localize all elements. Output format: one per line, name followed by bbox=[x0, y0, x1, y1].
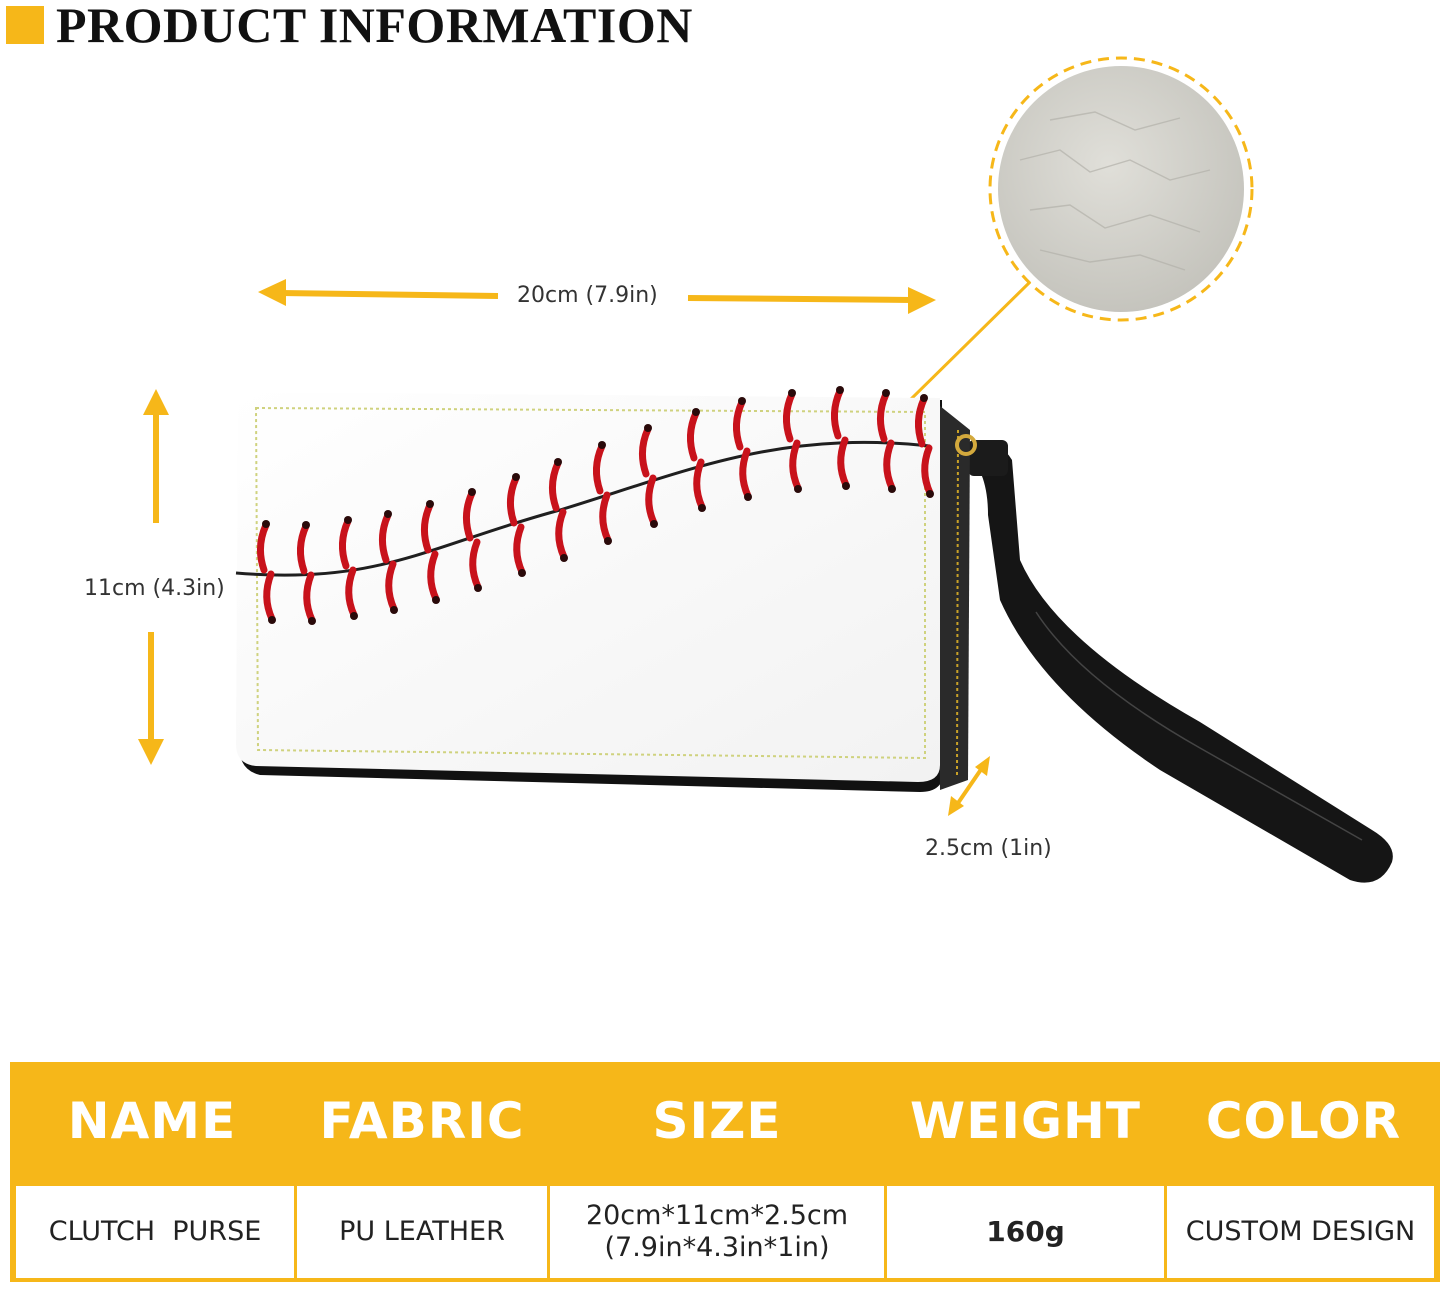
stitch-lower bbox=[469, 538, 482, 591]
stitch-hole bbox=[432, 596, 440, 604]
height-arrow-icon bbox=[138, 389, 169, 765]
product-info-table: NAME FABRIC SIZE WEIGHT COLOR CLUTCH PUR… bbox=[10, 1062, 1440, 1282]
stitch-hole bbox=[474, 584, 482, 592]
stitch-lower bbox=[263, 570, 276, 623]
stitch-lower bbox=[883, 439, 896, 492]
value-color: CUSTOM DESIGN bbox=[1167, 1186, 1434, 1278]
wrist-strap bbox=[965, 440, 1393, 883]
stitch-hole bbox=[738, 397, 746, 405]
stitch-upper bbox=[257, 521, 270, 574]
stitch-hole bbox=[302, 521, 310, 529]
stitch-hole bbox=[598, 441, 606, 449]
stitch-hole bbox=[644, 424, 652, 432]
stitch-hole bbox=[468, 488, 476, 496]
value-weight: 160g bbox=[887, 1186, 1164, 1278]
stitch-hole bbox=[788, 389, 796, 397]
stitch-hole bbox=[888, 485, 896, 493]
stitch-hole bbox=[560, 554, 568, 562]
value-fabric: PU LEATHER bbox=[297, 1186, 547, 1278]
depth-arrow-icon bbox=[948, 756, 990, 816]
stitch-lower bbox=[303, 571, 316, 624]
stitch-lower bbox=[837, 436, 850, 489]
stitch-lower bbox=[345, 566, 358, 619]
value-name: CLUTCH PURSE bbox=[16, 1186, 294, 1278]
stitch-hole bbox=[554, 458, 562, 466]
stitch-upper bbox=[379, 511, 392, 564]
table-value-row: CLUTCH PURSE PU LEATHER 20cm*11cm*2.5cm … bbox=[10, 1180, 1440, 1282]
stitch-lower bbox=[555, 508, 568, 561]
stitch-lower bbox=[385, 560, 398, 613]
stitch-hole bbox=[698, 504, 706, 512]
width-arrow-icon bbox=[258, 279, 936, 314]
stitch-hole bbox=[518, 569, 526, 577]
stitch-upper bbox=[421, 501, 434, 554]
stitch-upper bbox=[783, 390, 796, 443]
value-size-line2: (7.9in*4.3in*1in) bbox=[604, 1232, 830, 1263]
stitch-lower bbox=[599, 491, 612, 544]
stitch-lower bbox=[427, 550, 440, 603]
stitch-lower bbox=[693, 458, 706, 511]
width-dimension-label: 20cm (7.9in) bbox=[517, 283, 658, 308]
stitch-upper bbox=[915, 395, 928, 448]
stitch-hole bbox=[926, 490, 934, 498]
stitch-upper bbox=[687, 409, 700, 462]
header-weight: WEIGHT bbox=[910, 1092, 1141, 1150]
header-square-icon bbox=[6, 6, 44, 44]
stitch-upper bbox=[463, 489, 476, 542]
stitch-hole bbox=[262, 520, 270, 528]
value-name-text: CLUTCH PURSE bbox=[48, 1215, 262, 1247]
stitch-lower bbox=[789, 439, 802, 492]
value-color-text: CUSTOM DESIGN bbox=[1185, 1215, 1416, 1247]
header-color: COLOR bbox=[1205, 1092, 1402, 1150]
stitch-upper bbox=[297, 522, 310, 575]
stitch-hole bbox=[882, 389, 890, 397]
leather-texture-swatch bbox=[896, 56, 1254, 417]
header-fabric: FABRIC bbox=[319, 1092, 525, 1150]
stitch-hole bbox=[512, 473, 520, 481]
stitch-upper bbox=[877, 390, 890, 443]
stitch-hole bbox=[692, 408, 700, 416]
product-illustration bbox=[138, 56, 1393, 883]
stitch-hole bbox=[344, 516, 352, 524]
stitch-upper bbox=[549, 459, 562, 512]
stitch-upper bbox=[593, 442, 606, 495]
stitch-hole bbox=[308, 617, 316, 625]
value-fabric-text: PU LEATHER bbox=[339, 1215, 505, 1247]
stitch-hole bbox=[836, 386, 844, 394]
depth-dimension-label: 2.5cm (1in) bbox=[925, 836, 1052, 861]
stitch-lower bbox=[645, 474, 658, 527]
stitch-upper bbox=[339, 517, 352, 570]
stitch-hole bbox=[794, 485, 802, 493]
page-title: PRODUCT INFORMATION bbox=[56, 0, 693, 53]
stitch-hole bbox=[268, 616, 276, 624]
clutch-purse bbox=[236, 392, 977, 792]
stitch-upper bbox=[733, 398, 746, 451]
stitch-marks bbox=[257, 386, 934, 625]
stitch-hole bbox=[744, 493, 752, 501]
header-name: NAME bbox=[67, 1092, 237, 1150]
stitch-hole bbox=[604, 537, 612, 545]
stitch-hole bbox=[384, 510, 392, 518]
stitch-hole bbox=[650, 520, 658, 528]
stitch-upper bbox=[639, 425, 652, 478]
stitch-upper bbox=[507, 474, 520, 527]
value-size-line1: 20cm*11cm*2.5cm bbox=[585, 1199, 849, 1231]
stitch-upper bbox=[831, 387, 844, 440]
table-header-row: NAME FABRIC SIZE WEIGHT COLOR bbox=[10, 1062, 1440, 1180]
stitch-hole bbox=[426, 500, 434, 508]
value-weight-text: 160g bbox=[986, 1215, 1065, 1249]
stitch-lower bbox=[513, 523, 526, 576]
header-size: SIZE bbox=[652, 1092, 782, 1150]
stitch-hole bbox=[842, 482, 850, 490]
height-dimension-label: 11cm (4.3in) bbox=[84, 576, 225, 601]
page-header: PRODUCT INFORMATION bbox=[6, 0, 693, 50]
baseball-stitch-seam bbox=[235, 386, 934, 625]
stitch-hole bbox=[390, 606, 398, 614]
stitch-hole bbox=[350, 612, 358, 620]
stitch-lower bbox=[739, 447, 752, 500]
stitch-lower bbox=[921, 444, 934, 497]
value-size: 20cm*11cm*2.5cm (7.9in*4.3in*1in) bbox=[550, 1186, 884, 1278]
stitch-hole bbox=[920, 394, 928, 402]
